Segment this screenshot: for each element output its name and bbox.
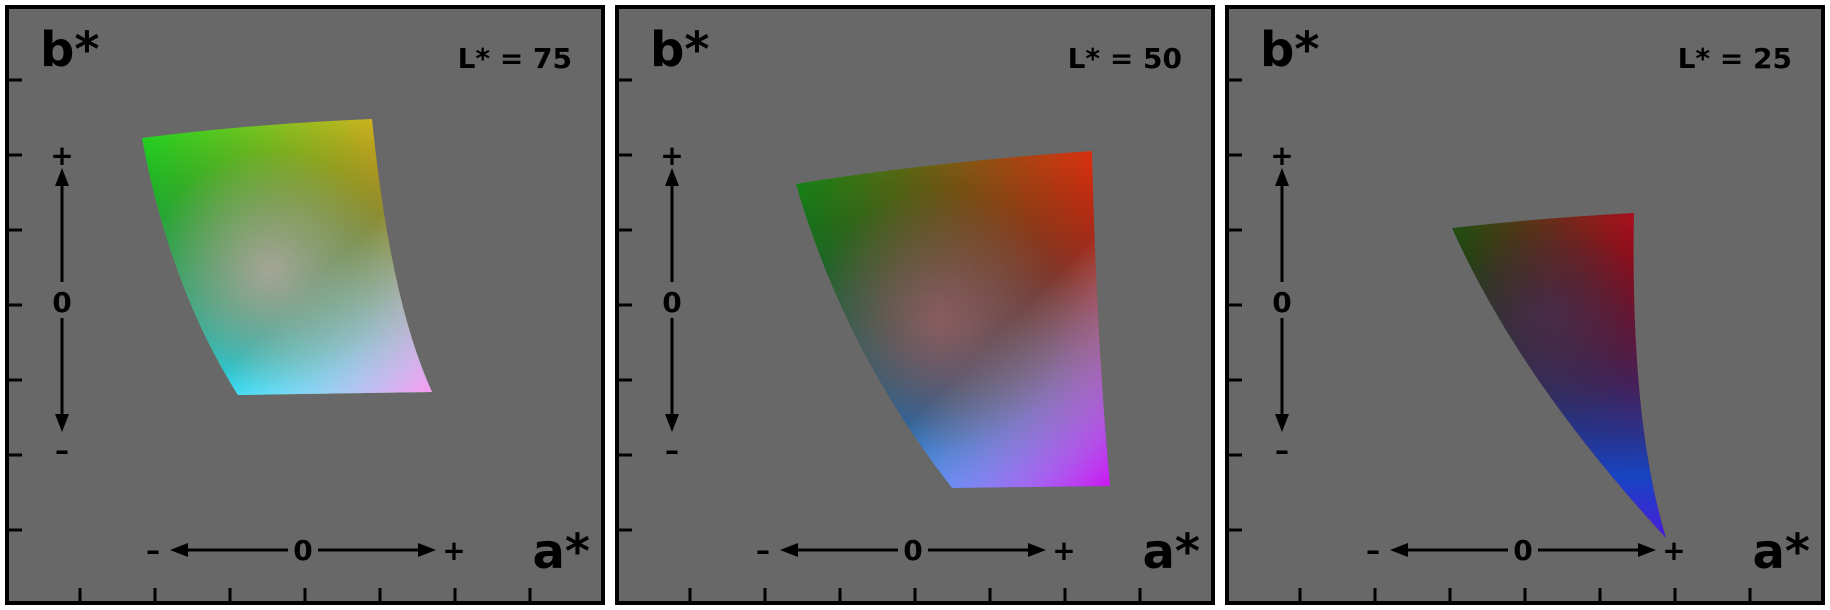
a-axis-label: a* xyxy=(1753,524,1811,580)
panel-plot: b* a* L* = 75 + 0 – – 0 + xyxy=(5,5,605,605)
gamut-patch xyxy=(142,119,432,395)
b-zero-label: 0 xyxy=(662,286,681,319)
b-minus-label: – xyxy=(55,434,69,467)
b-axis-label: b* xyxy=(650,22,709,78)
panel-plot: b* a* L* = 25 + 0 – – 0 + xyxy=(1225,5,1825,605)
b-zero-label: 0 xyxy=(52,286,71,319)
gamut-panel-l25: b* a* L* = 25 + 0 – – 0 + xyxy=(1220,0,1830,610)
gamut-patch xyxy=(1452,213,1666,538)
b-zero-label: 0 xyxy=(1272,286,1291,319)
gamut-panel-l50: b* a* L* = 50 + 0 – – 0 + xyxy=(610,0,1220,610)
b-axis-arrow xyxy=(55,168,69,432)
b-minus-label: – xyxy=(665,434,679,467)
a-plus-label: + xyxy=(1052,534,1075,567)
gamut-patch xyxy=(796,151,1110,488)
a-axis-arrow xyxy=(170,543,436,557)
a-axis-label: a* xyxy=(1143,524,1201,580)
a-minus-label: – xyxy=(1366,534,1380,567)
a-minus-label: – xyxy=(146,534,160,567)
lightness-label: L* = 25 xyxy=(1678,42,1792,75)
a-plus-label: + xyxy=(442,534,465,567)
b-plus-label: + xyxy=(1270,139,1293,172)
b-axis-arrow xyxy=(1275,168,1289,432)
a-axis-arrow xyxy=(780,543,1046,557)
a-minus-label: – xyxy=(756,534,770,567)
a-zero-label: 0 xyxy=(903,534,922,567)
gamut-panel-l75: b* a* L* = 75 + 0 – – 0 + xyxy=(0,0,610,610)
panel-plot: b* a* L* = 50 + 0 – – 0 + xyxy=(615,5,1215,605)
b-axis-arrow xyxy=(665,168,679,432)
a-axis-arrow xyxy=(1390,543,1656,557)
b-plus-label: + xyxy=(50,139,73,172)
b-axis-label: b* xyxy=(40,22,99,78)
a-plus-label: + xyxy=(1662,534,1685,567)
b-axis-label: b* xyxy=(1260,22,1319,78)
a-axis-label: a* xyxy=(533,524,591,580)
axis-ticks xyxy=(7,78,532,603)
lightness-label: L* = 75 xyxy=(458,42,572,75)
axis-ticks xyxy=(617,78,1142,603)
b-plus-label: + xyxy=(660,139,683,172)
b-minus-label: – xyxy=(1275,434,1289,467)
a-zero-label: 0 xyxy=(1513,534,1532,567)
axis-ticks xyxy=(1227,78,1752,603)
a-zero-label: 0 xyxy=(293,534,312,567)
lightness-label: L* = 50 xyxy=(1068,42,1182,75)
